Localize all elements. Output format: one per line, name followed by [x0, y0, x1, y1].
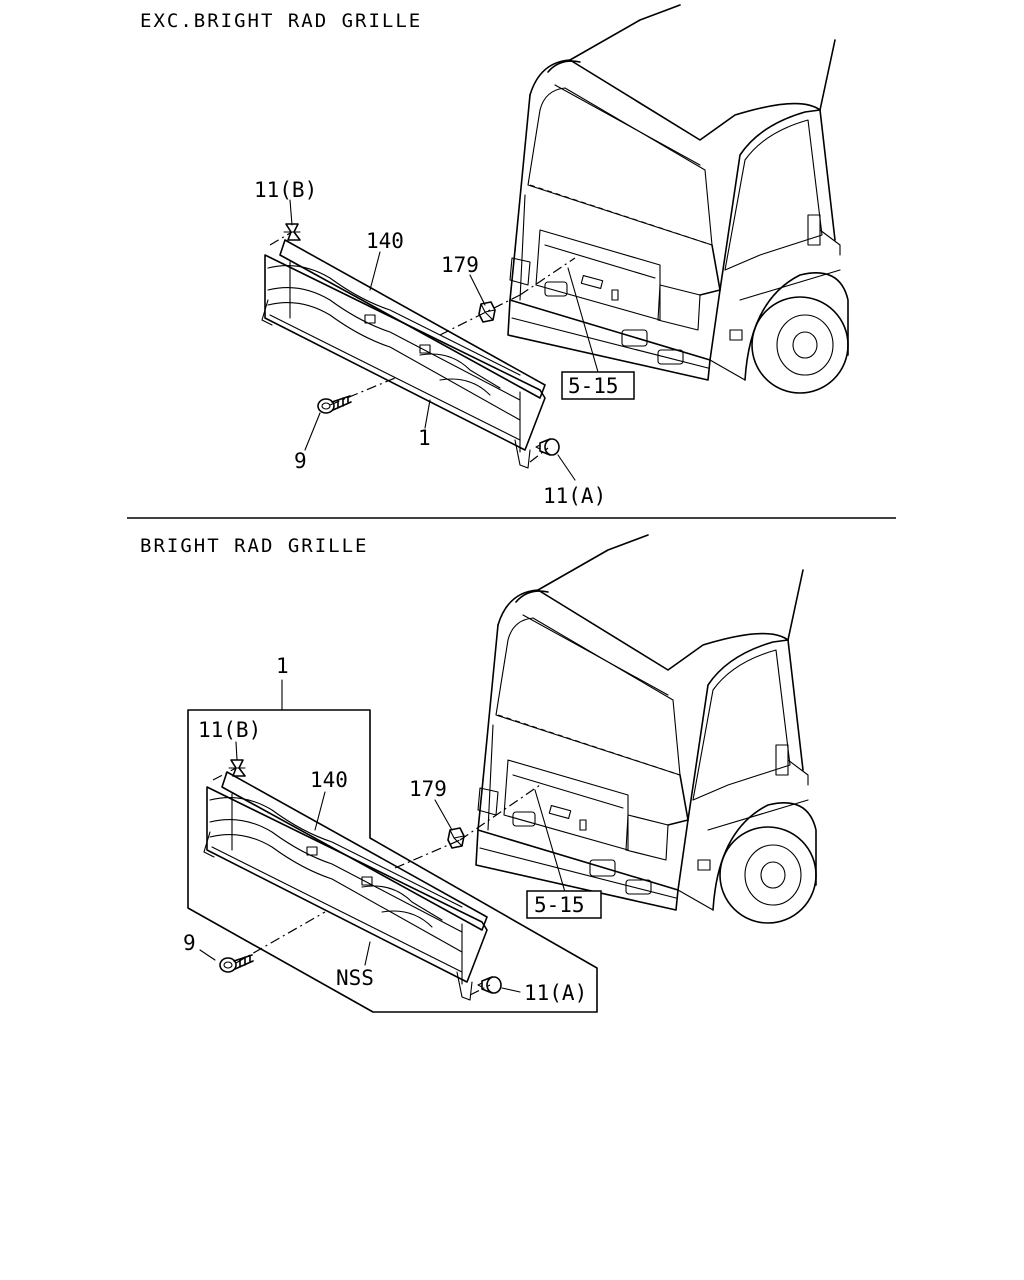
lower-screw-line [235, 911, 326, 964]
lower-nut-icon [447, 827, 465, 849]
upper-grille-part [261, 239, 546, 469]
lower-label-nss: NSS [336, 966, 374, 990]
lower-ref-box [526, 890, 602, 919]
lower-label-assy: 1 [276, 654, 289, 678]
upper-ref-box [561, 371, 635, 400]
lower-clipb-line [212, 767, 237, 781]
upper-label-clip-a: 11(A) [543, 484, 606, 508]
lower-clipa-line [469, 984, 491, 996]
lower-title: BRIGHT RAD GRILLE [140, 535, 368, 557]
upper-label-nut: 179 [441, 253, 479, 277]
upper-screw-line [329, 377, 396, 406]
lower-assy-outline [187, 709, 598, 1013]
upper-title: EXC.BRIGHT RAD GRILLE [140, 10, 422, 32]
lower-label-ref: 5-15 [534, 893, 585, 917]
lower-screw-icon [219, 954, 254, 973]
upper-clipb-line [269, 231, 293, 246]
upper-screw-icon [317, 395, 352, 414]
upper-view: EXC.BRIGHT RAD GRILLE 11(B) 140 179 5-15… [140, 4, 849, 508]
upper-label-ref: 5-15 [568, 374, 619, 398]
lower-label-nut: 179 [409, 777, 447, 801]
upper-label-screw: 9 [294, 449, 307, 473]
upper-clip-a-icon [535, 438, 560, 456]
upper-nut-icon [478, 301, 496, 323]
lower-label-clip-b: 11(B) [198, 718, 261, 742]
lower-label-screw: 9 [183, 931, 196, 955]
lower-truck-cab [475, 534, 817, 924]
lower-label-clip-a: 11(A) [524, 981, 587, 1005]
lower-view: BRIGHT RAD GRILLE 1 11(B) 140 179 5-15 9 [140, 534, 817, 1013]
upper-label-grille: 1 [418, 426, 431, 450]
upper-clipa-line [529, 447, 549, 463]
upper-label-clip-b: 11(B) [254, 178, 317, 202]
upper-clip-b-icon [283, 223, 301, 241]
lower-mount-line [394, 784, 541, 869]
lower-label-molding: 140 [310, 768, 348, 792]
upper-truck-cab [507, 4, 849, 394]
upper-label-molding: 140 [366, 229, 404, 253]
